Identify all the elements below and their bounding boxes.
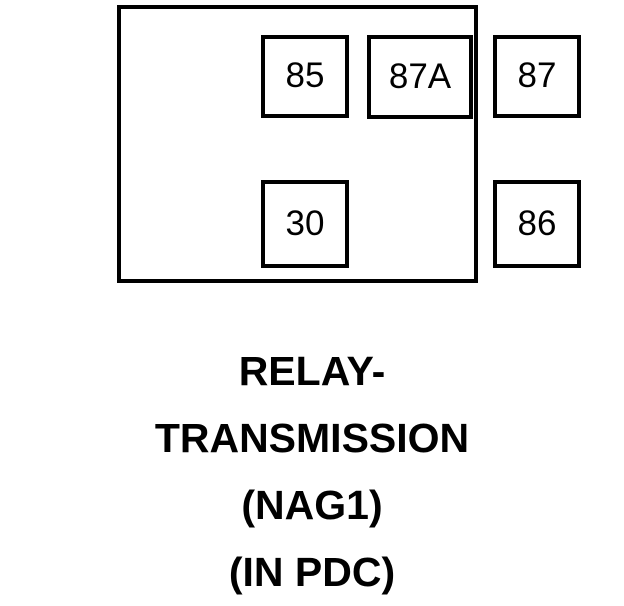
caption-line-3: (NAG1) (241, 482, 383, 528)
terminal-label-85: 85 (285, 56, 325, 95)
terminal-label-86: 86 (517, 203, 557, 243)
caption-line-2: TRANSMISSION (154, 415, 470, 461)
relay-body-outline: 85 87A 87 30 86 (117, 5, 581, 283)
terminal-label-87a: 87A (388, 56, 452, 96)
terminal-pad-87a[interactable]: 87A (367, 35, 473, 119)
caption-line-4: (IN PDC) (228, 549, 396, 595)
terminal-pad-86[interactable]: 86 (493, 180, 581, 268)
component-caption: RELAY- TRANSMISSION (NAG1) (IN PDC) (0, 338, 624, 606)
terminal-label-87: 87 (517, 56, 557, 95)
terminal-label-30: 30 (285, 203, 325, 243)
terminal-pad-87[interactable]: 87 (493, 35, 581, 118)
terminal-pad-30[interactable]: 30 (261, 180, 349, 268)
caption-line-1: RELAY- (238, 348, 386, 394)
terminal-pad-85[interactable]: 85 (261, 35, 349, 118)
